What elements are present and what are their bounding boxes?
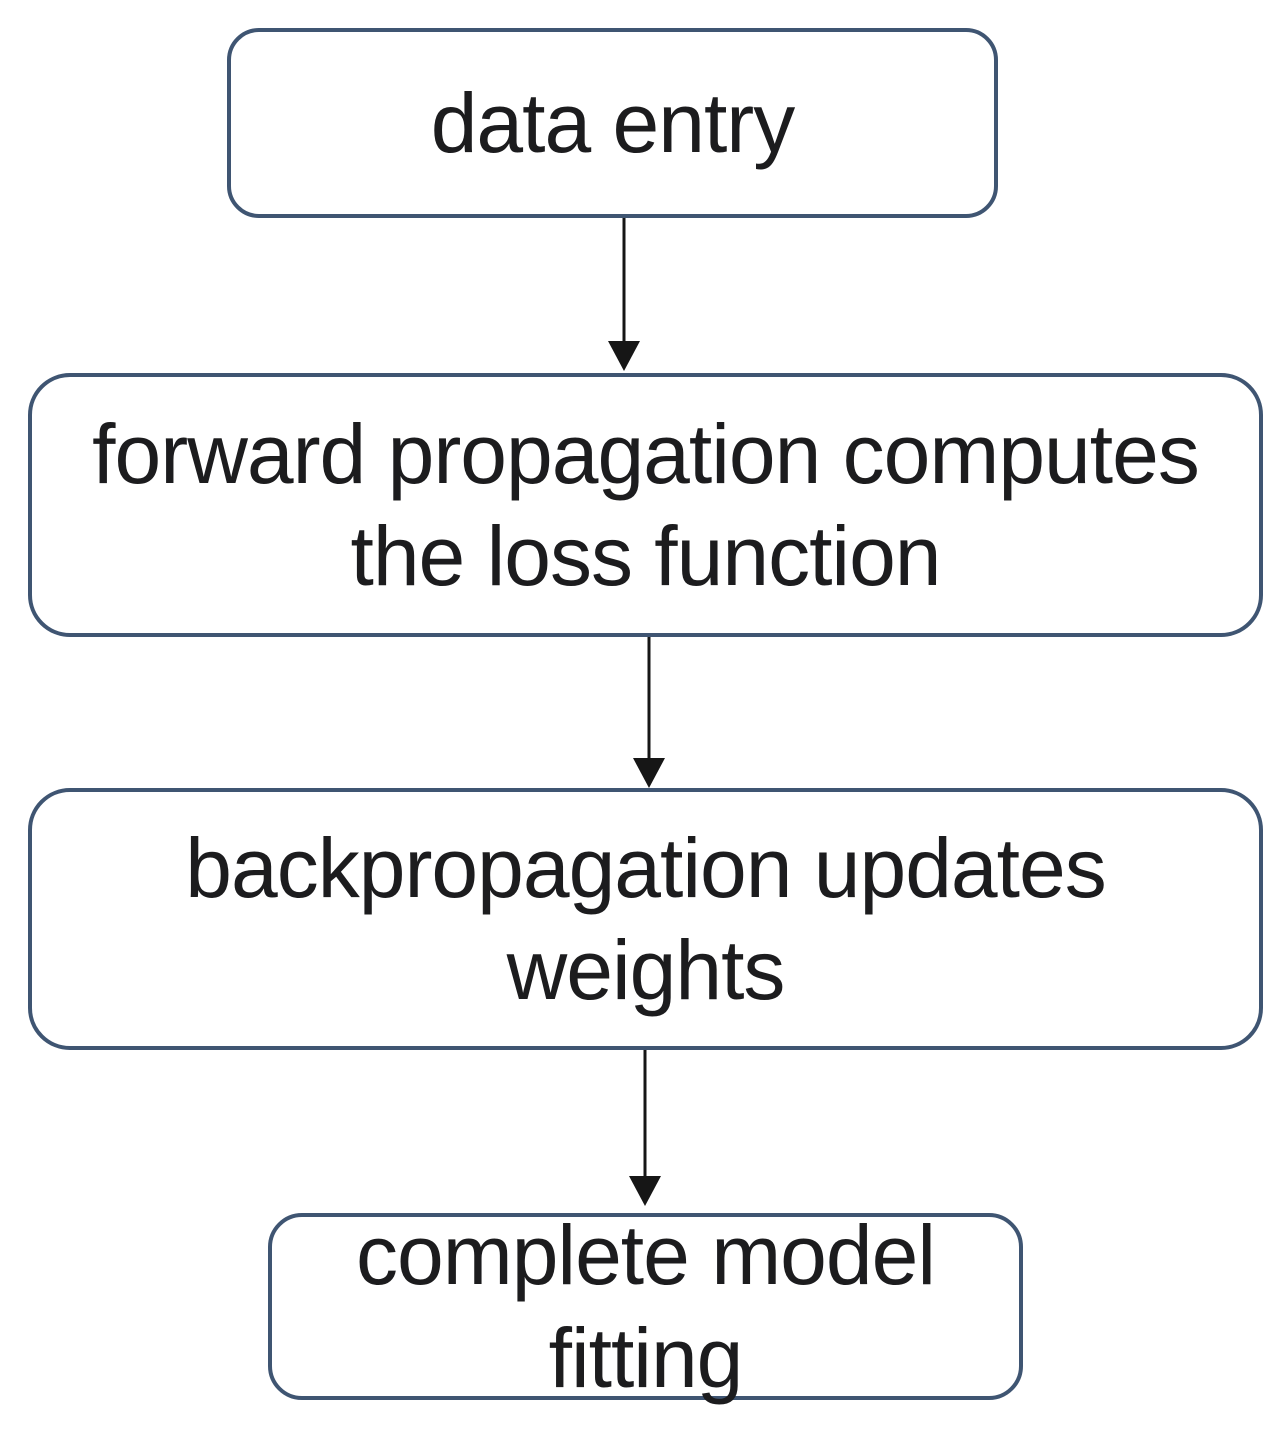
arrow-head-icon: [629, 1176, 661, 1206]
arrow-stem: [622, 218, 626, 345]
node-data-entry-label: data entry: [430, 75, 796, 170]
arrow-down-2: [632, 637, 666, 788]
node-forward-propagation: forward propagation computes the loss fu…: [28, 373, 1263, 637]
node-backpropagation: backpropagation updates weights: [28, 788, 1263, 1050]
arrow-down-1: [607, 218, 641, 371]
arrow-head-icon: [633, 758, 665, 788]
node-data-entry: data entry: [227, 28, 998, 218]
arrow-stem: [643, 1050, 647, 1180]
arrow-down-3: [628, 1050, 662, 1206]
node-forward-propagation-label: forward propagation computes the loss fu…: [92, 406, 1200, 603]
node-complete-model-fitting: complete model fitting: [268, 1208, 1023, 1405]
node-complete-model-fitting-label: complete model fitting: [356, 1208, 936, 1405]
node-backpropagation-label: backpropagation updates weights: [185, 820, 1106, 1017]
arrow-stem: [647, 637, 651, 762]
arrow-head-icon: [608, 341, 640, 371]
